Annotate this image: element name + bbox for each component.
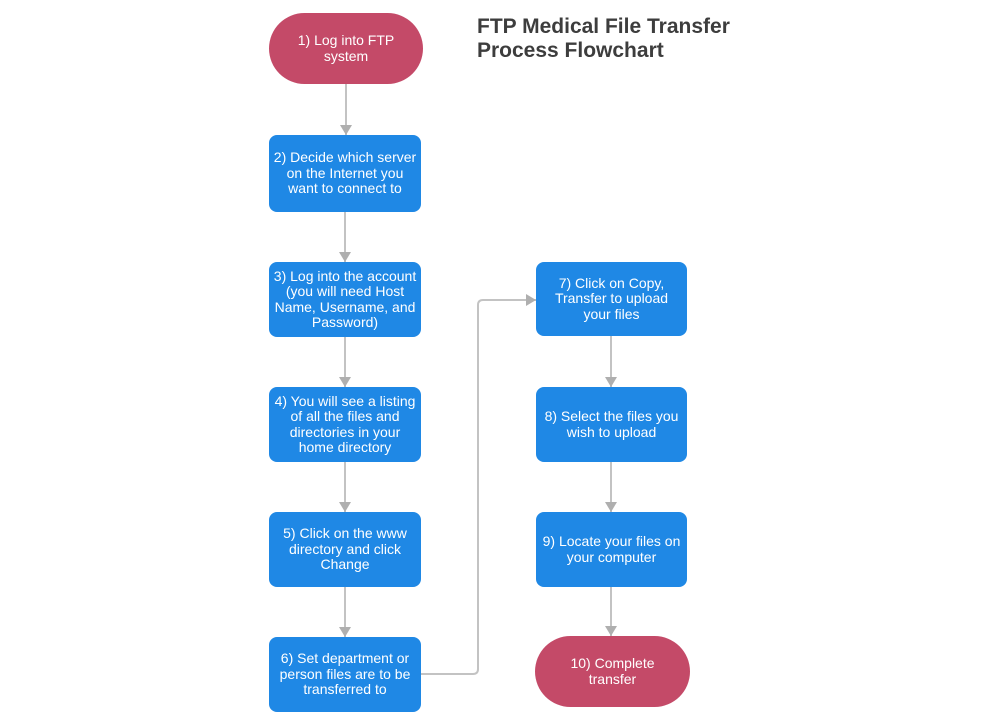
- node-label: 5) Click on the www directory and click …: [283, 525, 407, 573]
- node-label: 10) Complete transfer: [570, 655, 655, 687]
- flow-node-step-5: 5) Click on the www directory and click …: [269, 512, 421, 587]
- node-label: 8) Select the files you wish to upload: [544, 408, 679, 440]
- page-title: FTP Medical File Transfer Process Flowch…: [477, 15, 730, 62]
- flow-node-step-2: 2) Decide which server on the Internet y…: [269, 135, 421, 212]
- edge-6-7: [421, 294, 536, 675]
- flow-node-start: 1) Log into FTP system: [269, 13, 423, 84]
- node-label: 4) You will see a listing of all the fil…: [274, 392, 416, 455]
- flow-node-step-9: 9) Locate your files on your computer: [536, 512, 687, 587]
- flow-node-end: 10) Complete transfer: [535, 636, 690, 707]
- node-label: 1) Log into FTP system: [297, 32, 395, 64]
- node-label: 6) Set department or person files are to…: [279, 650, 411, 698]
- flow-node-step-4: 4) You will see a listing of all the fil…: [269, 387, 421, 462]
- node-label: 2) Decide which server on the Internet y…: [273, 149, 417, 197]
- flow-node-step-6: 6) Set department or person files are to…: [269, 637, 421, 712]
- node-label: 7) Click on Copy, Transfer to upload you…: [554, 274, 669, 322]
- node-label: 3) Log into the account (you will need H…: [273, 267, 417, 330]
- flow-node-step-3: 3) Log into the account (you will need H…: [269, 262, 421, 337]
- flow-node-step-8: 8) Select the files you wish to upload: [536, 387, 687, 462]
- node-label: 9) Locate your files on your computer: [542, 533, 681, 565]
- flow-node-step-7: 7) Click on Copy, Transfer to upload you…: [536, 262, 687, 336]
